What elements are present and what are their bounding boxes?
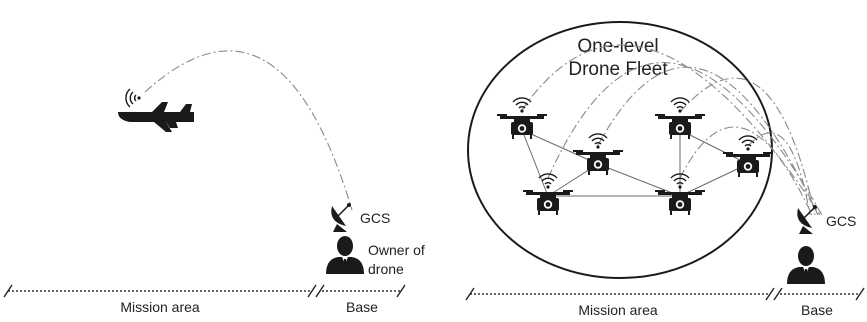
owner-label-line1: Owner of [368,242,425,258]
left-base-label: Base [346,299,378,315]
left-axis-tick [3,284,13,298]
owner-person-icon [326,236,364,274]
base-person-icon [787,246,825,284]
left-link-arc [144,50,353,211]
plane-signal-icon [125,88,142,108]
fleet-drone-icon [723,152,773,177]
right-axis-tick [773,287,783,301]
drone-signal-icon [738,135,758,152]
left-mission-label: Mission area [120,299,200,315]
right-axis-tick [465,287,475,301]
right-base-label: Base [801,302,833,318]
fixed-wing-drone-icon [118,102,194,132]
right-mission-label: Mission area [578,302,658,318]
fleet-drone-icon [523,190,573,215]
right-axis-tick [855,287,865,301]
left-gcs-label: GCS [360,210,390,226]
fleet-drone-icon [655,190,705,215]
right-axis-tick [765,287,775,301]
fleet-gcs-arcs [521,44,823,216]
drone-signal-icon [588,133,608,150]
left-axis-tick [396,284,406,298]
fleet-title-line1: One-level [577,36,658,57]
owner-label-line2: drone [368,261,404,277]
right-gcs-label: GCS [826,213,856,229]
left-axis-tick [315,284,325,298]
fleet-drone-icon [497,114,547,139]
gcs-dish-icon [330,202,352,233]
drone-signal-icon [512,97,532,114]
fleet-mesh-links [521,129,749,197]
fleet-boundary [467,21,773,279]
fleet-title-line2: Drone Fleet [568,59,668,80]
left-axis-tick [307,284,317,298]
